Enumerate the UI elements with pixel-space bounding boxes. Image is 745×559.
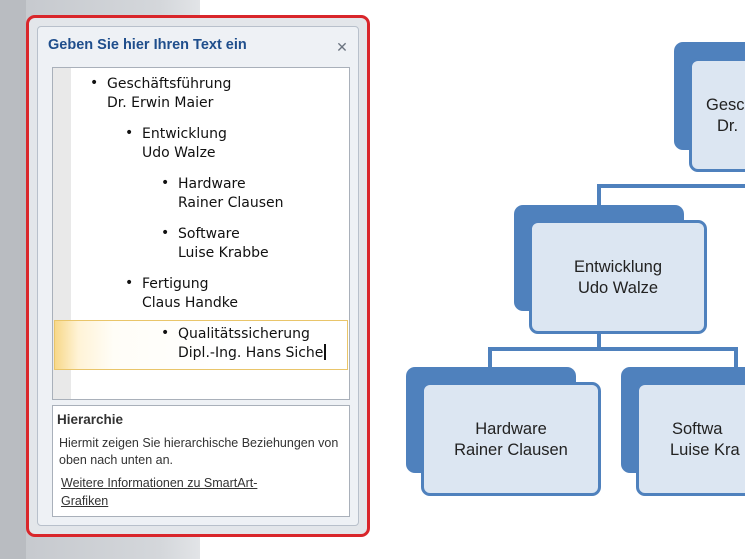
org-node-software[interactable]: Softwa Luise Kra [636,382,745,496]
highlight-frame: Geben Sie hier Ihren Text ein ✕ • Geschä… [26,15,370,537]
bullet-icon: • [90,75,99,91]
outline-item-name: Luise Krabbe [178,245,269,261]
bullet-icon: • [125,275,134,291]
node-title: Gesc [706,96,745,114]
outline-item-name: Udo Walze [142,145,216,161]
outline-item[interactable]: • Fertigung Claus Handke [125,275,238,313]
layout-info-box: Hierarchie Hiermit zeigen Sie hierarchis… [52,405,350,517]
outline-item-name: Dr. Erwin Maier [107,95,214,111]
outline-item-title: Hardware [178,176,246,192]
more-info-link[interactable]: Weitere Informationen zu SmartArt-Grafik… [61,476,258,508]
outline-item[interactable]: • Geschäftsführung Dr. Erwin Maier [90,75,232,113]
outline-gutter [53,68,71,399]
outline-text-area[interactable]: • Geschäftsführung Dr. Erwin Maier • Ent… [52,67,350,400]
node-title: Hardware [475,420,547,438]
outline-item-name: Dipl.-Ing. Hans Siche [178,345,324,361]
node-name: Luise Kra [670,441,740,459]
node-title: Softwa [672,420,723,438]
outline-item-title: Fertigung [142,276,209,292]
layout-name: Hierarchie [57,412,124,427]
pane-title: Geben Sie hier Ihren Text ein [48,37,247,53]
bullet-icon: • [161,175,170,191]
connector-line [488,347,492,369]
outline-item-title: Entwicklung [142,126,227,142]
node-title: Entwicklung [573,258,663,276]
text-cursor [324,344,326,360]
node-name: Rainer Clausen [454,441,568,459]
outline-item-selected[interactable]: • Qualitätssicherung Dipl.-Ing. Hans Sic… [161,325,326,363]
layout-description: Hiermit zeigen Sie hierarchische Beziehu… [59,436,339,467]
connector-line [597,333,601,349]
node-name: Udo Walze [577,279,659,297]
connector-line [488,347,738,351]
outline-item-title: Geschäftsführung [107,76,232,92]
window-edge [0,0,26,559]
connector-line [597,184,601,206]
close-icon[interactable]: ✕ [336,40,348,56]
outline-item[interactable]: • Software Luise Krabbe [161,225,269,263]
node-name: Dr. [717,117,739,135]
selected-row-highlight [54,320,348,370]
bullet-icon: • [161,225,170,241]
org-node-top[interactable]: Gesc Dr. [689,58,745,172]
outline-item-name: Claus Handke [142,295,238,311]
smartart-text-pane: Geben Sie hier Ihren Text ein ✕ • Geschä… [37,26,359,526]
outline-item-title: Software [178,226,240,242]
bullet-icon: • [161,325,170,341]
outline-item-title: Qualitätssicherung [178,326,310,342]
connector-line [597,184,745,188]
bullet-icon: • [125,125,134,141]
org-node-entwicklung[interactable]: Entwicklung Udo Walze [529,220,707,334]
outline-item-name: Rainer Clausen [178,195,284,211]
outline-item[interactable]: • Entwicklung Udo Walze [125,125,227,163]
connector-line [734,347,738,369]
org-node-hardware[interactable]: Hardware Rainer Clausen [421,382,601,496]
outline-item[interactable]: • Hardware Rainer Clausen [161,175,284,213]
